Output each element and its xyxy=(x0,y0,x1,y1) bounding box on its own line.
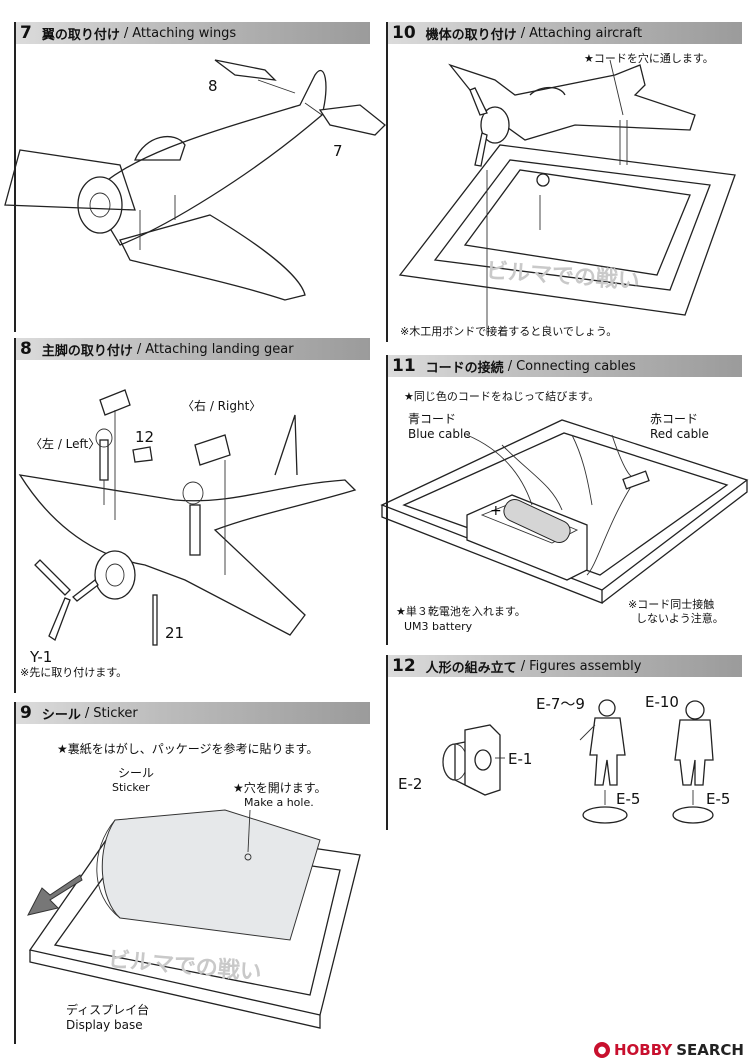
svg-text:+: + xyxy=(490,503,502,519)
section-number: 8 xyxy=(20,339,32,359)
section-title-jp: 人形の組み立て xyxy=(425,660,517,676)
cable-caution-line1: ※コード同士接触 xyxy=(628,598,715,611)
section-number: 12 xyxy=(392,656,416,676)
logo-hobby-text: HOBBY xyxy=(614,1041,673,1059)
part-label-e5-left: E-5 xyxy=(616,790,641,808)
glue-note: ※木工用ボンドで接着すると良いでしょう。 xyxy=(400,325,618,338)
figures-illustration xyxy=(442,699,714,824)
section-number: 9 xyxy=(20,703,32,723)
blue-cable-label-en: Blue cable xyxy=(408,427,471,441)
part-label-e7-9: E-7〜9 xyxy=(536,695,585,713)
section-12-border xyxy=(386,655,388,830)
sticker-label-jp: シール xyxy=(118,766,155,780)
section-title-jp: コードの接続 xyxy=(425,360,504,376)
section-9-border xyxy=(14,702,16,1044)
section-title-en: Attaching aircraft xyxy=(529,25,643,41)
right-label: 〈右 / Right〉 xyxy=(182,399,262,413)
section-11-border xyxy=(386,355,388,645)
section-10-header: 10 機体の取り付け / Attaching aircraft xyxy=(386,22,742,44)
section-title-jp: 翼の取り付け xyxy=(41,27,120,43)
section-number: 11 xyxy=(392,356,416,376)
section-8-header: 8 主脚の取り付け / Attaching landing gear xyxy=(14,338,370,360)
battery-note-en: UM3 battery xyxy=(404,620,473,633)
aircraft-wing-illustration xyxy=(4,59,386,301)
landing-gear-illustration xyxy=(18,389,357,646)
part-number-12: 12 xyxy=(135,428,155,446)
display-base-sticker-illustration xyxy=(27,809,361,1029)
section-title-en: Connecting cables xyxy=(516,358,636,374)
blue-cable-label-jp: 青コード xyxy=(408,412,457,426)
aircraft-on-base-illustration xyxy=(398,59,736,335)
section-11-header: 11 コードの接続 / Connecting cables xyxy=(386,355,742,377)
part-label-e2: E-2 xyxy=(398,775,423,793)
section-9-header: 9 シール / Sticker xyxy=(14,702,370,724)
section-title-en: Figures assembly xyxy=(529,658,642,674)
section-number: 10 xyxy=(392,23,416,43)
part-label-e1: E-1 xyxy=(508,750,533,768)
section-title-en: Sticker xyxy=(93,705,138,721)
section-title-separator: / xyxy=(520,658,526,674)
section-8-border xyxy=(14,338,16,693)
part-number-8: 8 xyxy=(208,77,218,95)
section-10-border xyxy=(386,22,388,342)
section-title-separator: / xyxy=(520,25,526,41)
part-number-7: 7 xyxy=(333,142,343,160)
section-title-jp: 主脚の取り付け xyxy=(41,343,133,359)
red-cable-label-jp: 赤コード xyxy=(650,412,699,426)
display-base-label-en: Display base xyxy=(66,1018,143,1032)
peel-sticker-note: ★裏紙をはがし、パッケージを参考に貼ります。 xyxy=(57,742,319,756)
section-title-en: Attaching landing gear xyxy=(145,341,294,357)
section-7-header: 7 翼の取り付け / Attaching wings xyxy=(14,22,370,44)
part-label-e5-right: E-5 xyxy=(706,790,731,808)
section-12-header: 12 人形の組み立て / Figures assembly xyxy=(386,655,742,677)
thread-cable-note: ★コードを穴に通します。 xyxy=(584,52,714,65)
section-title-separator: / xyxy=(507,358,513,374)
left-label: 〈左 / Left〉 xyxy=(30,437,101,451)
battery-box-illustration: + xyxy=(380,419,749,604)
twist-cables-note: ★同じ色のコードをねじって結びます。 xyxy=(404,390,600,403)
section-title-separator: / xyxy=(123,25,129,41)
section-title-jp: シール xyxy=(41,707,81,723)
hobby-search-logo: ● HOBBY SEARCH xyxy=(594,1041,744,1059)
cable-caution-line2: しないよう注意。 xyxy=(636,612,724,625)
red-cable-label-en: Red cable xyxy=(650,427,709,441)
pre-attach-note: ※先に取り付けます。 xyxy=(20,666,128,679)
battery-note-jp: ★単３乾電池を入れます。 xyxy=(396,605,526,618)
hole-label-jp: ★穴を開けます。 xyxy=(233,781,327,795)
hole-label-en: Make a hole. xyxy=(244,796,314,809)
part-number-y1: Y-1 xyxy=(30,648,53,666)
part-number-21: 21 xyxy=(165,624,185,642)
section-title-separator: / xyxy=(136,341,142,357)
logo-search-text: SEARCH xyxy=(676,1041,744,1059)
logo-mark-icon: ● xyxy=(594,1042,610,1058)
section-number: 7 xyxy=(20,23,32,43)
part-label-e10: E-10 xyxy=(645,693,679,711)
section-title-en: Attaching wings xyxy=(132,25,237,41)
section-7-border xyxy=(14,22,16,332)
section-title-separator: / xyxy=(84,705,90,721)
section-title-jp: 機体の取り付け xyxy=(425,27,517,43)
sticker-label-en: Sticker xyxy=(112,781,150,794)
display-base-label-jp: ディスプレイ台 xyxy=(66,1003,150,1017)
